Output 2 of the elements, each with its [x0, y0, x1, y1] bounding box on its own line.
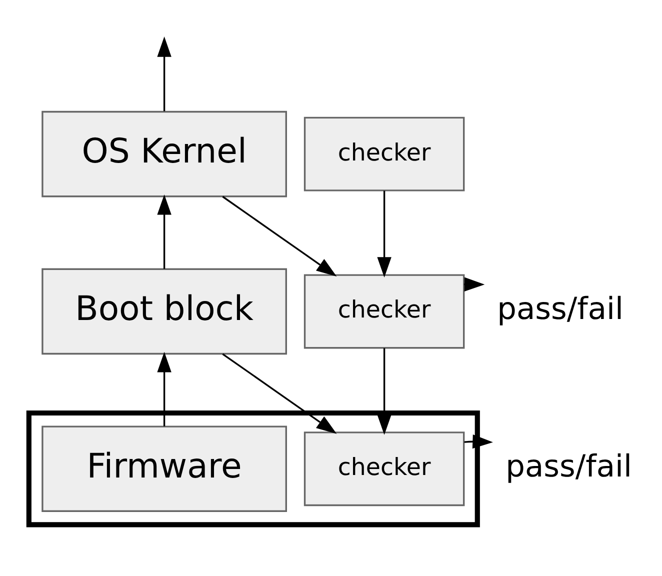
node-text: pass/fail: [497, 292, 624, 327]
node-text: pass/fail: [506, 449, 632, 484]
